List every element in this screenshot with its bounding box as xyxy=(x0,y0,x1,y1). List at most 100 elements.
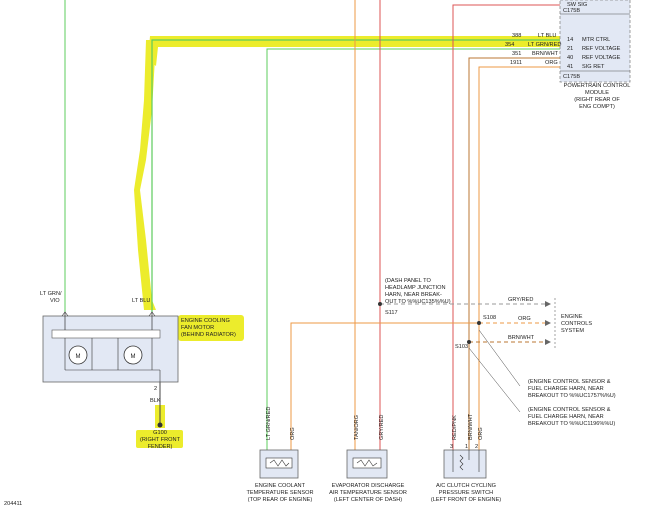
note-1-line-2: FUEL CHARGE HARN, NEAR xyxy=(528,386,604,392)
evap-sensor: TAN/ORG GRY/RED EVAPORATOR DISCHARGE AIR… xyxy=(329,415,407,503)
ecs-caption-3: SYSTEM xyxy=(561,328,584,334)
ecs-arrows xyxy=(545,301,551,345)
ground-caption-2: FENDER) xyxy=(148,444,173,450)
pcm-connector-bottom: C175B xyxy=(563,74,580,80)
pcm-connector-top: C175B xyxy=(563,8,580,14)
wire-ref-voltage-green xyxy=(266,48,560,450)
ac-caption-1: A/C CLUTCH CYCLING xyxy=(436,483,496,489)
ac-caption-3: (LEFT FRONT OF ENGINE) xyxy=(431,497,501,503)
dash-note-3: HARN, NEAR BREAK- xyxy=(385,292,442,298)
pcm-pin-label-mtr-ctrl: MTR CTRL xyxy=(582,37,610,43)
splice-s103-label: S103 xyxy=(455,344,468,350)
ground-g100: G100 (RIGHT FRONT FENDER) xyxy=(140,422,181,450)
evap-caption-1: EVAPORATOR DISCHARGE xyxy=(332,483,405,489)
engine-controls-system: GRY/RED ORG BRN/WHT ENGINE CONTROLS SYST… xyxy=(508,297,592,348)
pcm-pin-number-40: 40 xyxy=(567,55,573,61)
circuit-351: 351 xyxy=(512,51,521,57)
note-2-line-2: FUEL CHARGE HARN, NEAR xyxy=(528,414,604,420)
pcm-pin-label-sig-ret: SIG RET xyxy=(582,64,605,70)
fan-motor: LT GRN/ VIO LT BLU M M ENGINE COOLING FA… xyxy=(40,291,236,404)
dash-note-4: OUT TO %%UC135%%U) xyxy=(385,299,451,305)
fan-motor-symbol-left xyxy=(68,345,88,365)
ground-caption-1: (RIGHT FRONT xyxy=(140,437,181,443)
splice-s117-label: S117 xyxy=(385,310,398,316)
evap-caption-2: AIR TEMPERATURE SENSOR xyxy=(329,490,407,496)
pcm-pin-label-sw-sig: SW SIG xyxy=(567,2,587,8)
pcm-module: C175B C175B SW SIG MTR CTRL REF VOLTAGE … xyxy=(559,0,631,110)
pcm-pin-number-41: 41 xyxy=(567,64,573,70)
fan-caption-1: ENGINE COOLING xyxy=(181,318,230,324)
ac-wire-3: ORG xyxy=(478,427,484,440)
ecs-wire-org: ORG xyxy=(518,316,531,322)
pcm-wire-labels: 388 LT BLU 354 LT GRN/RED 351 BRN/WHT 19… xyxy=(505,33,561,66)
note-1-line-1: (ENGINE CONTROL SENSOR & xyxy=(528,379,611,385)
evap-caption-3: (LEFT CENTER OF DASH) xyxy=(334,497,402,503)
ac-switch-body xyxy=(443,449,487,479)
ecs-caption-2: CONTROLS xyxy=(561,321,592,327)
dash-note: (DASH PANEL TO HEADLAMP JUNCTION HARN, N… xyxy=(385,278,496,350)
ecs-wire-brn-wht: BRN/WHT xyxy=(508,335,535,341)
evap-wire-1: TAN/ORG xyxy=(354,415,360,440)
ecs-caption-1: ENGINE xyxy=(561,314,583,320)
pcm-pin-number-14: 14 xyxy=(567,37,573,43)
ac-caption-2: PRESSURE SWITCH xyxy=(439,490,493,496)
pcm-pin-label-ref-voltage-1: REF VOLTAGE xyxy=(582,46,621,52)
ac-pin-1: 1 xyxy=(465,444,468,450)
splice-dots xyxy=(378,302,481,344)
circuit-1911: 1911 xyxy=(510,60,522,66)
wire-org-ect xyxy=(290,322,479,450)
splice-s103-dot xyxy=(467,340,471,344)
pcm-body xyxy=(559,0,631,83)
wire-motor-ctrl xyxy=(151,39,560,312)
ecs-wire-gry-red: GRY/RED xyxy=(508,297,533,303)
ac-pin-2: 2 xyxy=(475,444,478,450)
fan-wire-left-1: LT GRN/ xyxy=(40,291,62,297)
fan-motor-label-left: M xyxy=(76,354,81,360)
wire-org: ORG xyxy=(545,60,558,66)
ac-wire-1: RED/PNK xyxy=(452,415,458,440)
fan-caption-2: FAN MOTOR xyxy=(181,325,214,331)
fan-wire-left-2: VIO xyxy=(50,298,60,304)
fan-motor-symbol-right xyxy=(123,345,143,365)
pcm-caption-3: (RIGHT REAR OF xyxy=(574,97,620,103)
fan-ground-wire: BLK xyxy=(150,398,161,404)
pcm-caption-4: ENG COMPT) xyxy=(579,104,615,110)
wire-brn-wht: BRN/WHT xyxy=(532,51,559,57)
figure-id: 204411 xyxy=(4,501,22,507)
note-1-line-3: BREAKOUT TO %%UC1757%%U) xyxy=(528,393,616,399)
ect-caption-3: (TOP REAR OF ENGINE) xyxy=(248,497,313,503)
fan-motor-label-right: M xyxy=(131,354,136,360)
wire-lt-grn-red: LT GRN/RED xyxy=(528,42,561,48)
harness-notes: (ENGINE CONTROL SENSOR & FUEL CHARGE HAR… xyxy=(468,329,616,427)
ground-dot xyxy=(157,422,163,428)
pcm-caption-1: POWERTRAIN CONTROL xyxy=(564,83,631,89)
note-2-line-3: BREAKOUT TO %%UC1196%%U) xyxy=(528,421,615,427)
ac-wire-2: BRN/WHT xyxy=(468,413,474,440)
splice-s108-label: S108 xyxy=(483,315,496,321)
circuit-354: 354 xyxy=(505,42,514,48)
ac-pin-3: 3 xyxy=(450,444,453,450)
circuit-388: 388 xyxy=(512,33,521,39)
pcm-caption-2: MODULE xyxy=(585,90,609,96)
arrow-gry-red xyxy=(545,301,551,307)
ect-caption-2: TEMPERATURE SENSOR xyxy=(246,490,313,496)
ect-caption-1: ENGINE COOLANT xyxy=(255,483,306,489)
fan-wire-right: LT BLU xyxy=(132,298,150,304)
pcm-pin-number-21: 21 xyxy=(567,46,573,52)
pcm-pin-label-ref-voltage-2: REF VOLTAGE xyxy=(582,55,621,61)
ect-sensor: LT GRN/RED ORG ENGINE COOLANT TEMPERATUR… xyxy=(246,407,313,503)
ac-switch: RED/PNK BRN/WHT ORG 3 1 2 A/C CLUTCH CYC… xyxy=(431,413,501,503)
arrow-brn-wht xyxy=(545,339,551,345)
fan-caption-3: (BEHIND RADIATOR) xyxy=(181,332,236,338)
splice-s117-dot xyxy=(378,302,382,306)
wire-lt-blu: LT BLU xyxy=(538,33,556,39)
arrow-org xyxy=(545,320,551,326)
dash-note-2: HEADLAMP JUNCTION xyxy=(385,285,446,291)
splice-s108-dot xyxy=(477,321,481,325)
dash-note-1: (DASH PANEL TO xyxy=(385,278,431,284)
evap-wire-2: GRY/RED xyxy=(379,415,385,440)
note-2-line-1: (ENGINE CONTROL SENSOR & xyxy=(528,407,611,413)
wire-red-top xyxy=(452,4,560,450)
ect-wire-2: ORG xyxy=(290,427,296,440)
fan-motor-body xyxy=(42,315,179,383)
